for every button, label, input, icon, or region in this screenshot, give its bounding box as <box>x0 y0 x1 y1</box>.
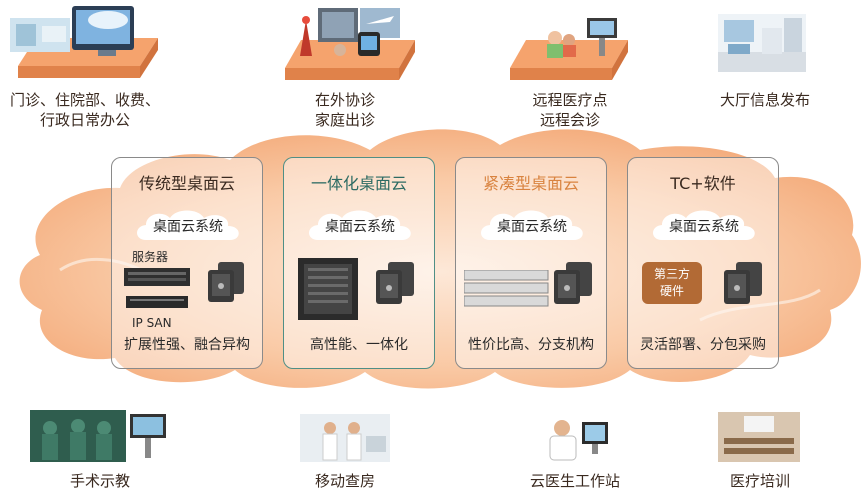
remote-photo <box>547 18 617 58</box>
bottom-label-training: 医疗培训 <box>729 472 790 490</box>
server-label: 服务器 <box>132 250 169 264</box>
panel-title: 一体化桌面云 <box>310 174 407 193</box>
cloud-icon <box>309 210 411 240</box>
bottom-label-surgery: 手术示教 <box>69 472 130 490</box>
panel-footer: 高性能、一体化 <box>310 337 408 353</box>
storage-icon <box>126 296 188 308</box>
mobile-photo <box>300 8 400 56</box>
panel-title: 传统型桌面云 <box>138 174 235 193</box>
cloud-icon <box>481 210 583 240</box>
panel-title: TC+软件 <box>670 174 736 193</box>
rack-unit-icon <box>464 270 549 307</box>
bottom-label-doctor-workstation: 云医生工作站 <box>529 472 620 490</box>
system-label: 桌面云系统 <box>325 219 395 235</box>
thin-client-icon <box>724 262 762 304</box>
scenario-label-remote: 远程医疗点 远程会诊 <box>532 91 608 129</box>
office-photo <box>10 6 134 56</box>
thin-client-icon <box>554 262 592 304</box>
panel-compact: 紧凑型桌面云 桌面云系统 性价比高、分支机构 <box>455 157 607 369</box>
cloud-icon <box>653 210 755 240</box>
thin-client-icon <box>208 262 244 302</box>
panel-footer: 灵活部署、分包采购 <box>640 337 766 353</box>
panel-title: 紧凑型桌面云 <box>482 174 579 193</box>
lobby-photo <box>718 14 806 72</box>
scenario-label-lobby: 大厅信息发布 <box>719 91 810 109</box>
doctor-workstation-photo <box>549 420 608 461</box>
thin-client-icon <box>376 262 414 304</box>
badge-line2: 硬件 <box>659 284 684 298</box>
rack-server-icon <box>298 258 358 320</box>
panel-tc-software: TC+软件 桌面云系统 第三方 硬件 灵活部署、分包采购 <box>627 157 779 369</box>
bottom-label-ward-round: 移动查房 <box>314 472 375 490</box>
third-party-hardware-badge: 第三方 硬件 <box>642 262 702 304</box>
cloud-icon <box>137 210 239 240</box>
scenario-label-office: 门诊、住院部、收费、 行政日常办公 <box>9 91 160 129</box>
ipsan-label: IP SAN <box>132 316 172 330</box>
surgery-photo <box>30 410 166 462</box>
scenario-label-mobile: 在外协诊 家庭出诊 <box>314 91 375 129</box>
server-icon <box>124 268 190 286</box>
badge-line1: 第三方 <box>653 267 690 281</box>
training-photo <box>718 412 800 462</box>
ward-round-photo <box>300 414 390 462</box>
system-label: 桌面云系统 <box>669 219 739 235</box>
panel-footer: 扩展性强、融合异构 <box>124 337 250 353</box>
platform-mobile <box>285 40 415 82</box>
system-label: 桌面云系统 <box>497 219 567 235</box>
system-label: 桌面云系统 <box>153 219 223 235</box>
panel-traditional: 传统型桌面云 桌面云系统 服务器 IP SAN 扩展性强、融合异构 <box>111 157 263 369</box>
panel-integrated: 一体化桌面云 桌面云系统 高性能、一体化 <box>283 157 435 369</box>
panel-footer: 性价比高、分支机构 <box>468 337 594 353</box>
